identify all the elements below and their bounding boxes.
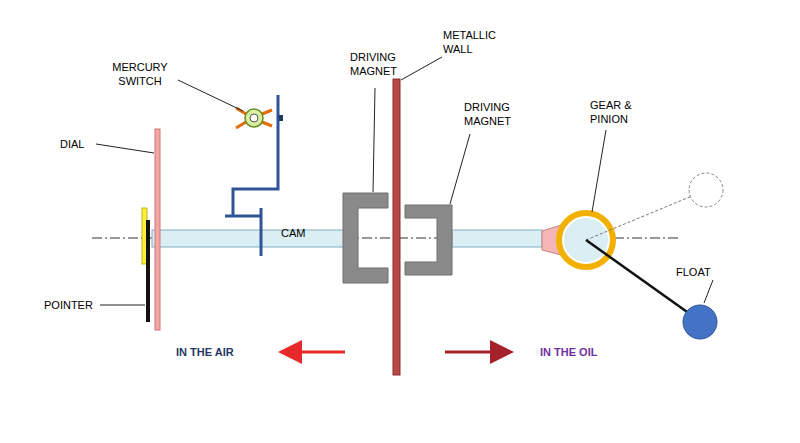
leader-lines [96, 57, 713, 305]
metallic-wall [393, 79, 400, 375]
cam-label: CAM [281, 226, 321, 240]
float-arm-ghost [586, 196, 692, 240]
pointer [146, 220, 150, 322]
driving-magnet [405, 205, 452, 275]
shaft [452, 230, 542, 247]
float-label: FLOAT [676, 265, 726, 279]
gear-label: GEAR & PINION [590, 98, 650, 126]
float-arm [586, 240, 690, 314]
air-arrow [284, 351, 345, 354]
switch-label: MERCURY SWITCH [100, 60, 180, 88]
pointer-label: POINTER [44, 298, 100, 312]
magnet-label: DRIVING MAGNET [464, 100, 524, 128]
pivot [279, 115, 283, 121]
magnet-label: DRIVING MAGNET [350, 50, 410, 78]
wall-label: METALLIC WALL [443, 28, 509, 56]
shaft [152, 230, 344, 247]
float [683, 305, 717, 339]
dial-label: DIAL [60, 137, 100, 151]
oil-arrow [445, 351, 508, 354]
driving-magnet [343, 193, 388, 283]
air-label: IN THE AIR [176, 345, 276, 359]
mercury-switch [236, 108, 272, 128]
cam-linkage [225, 95, 278, 256]
oil-label: IN THE OIL [540, 345, 640, 359]
float-ghost [689, 173, 723, 207]
dial [155, 129, 160, 330]
